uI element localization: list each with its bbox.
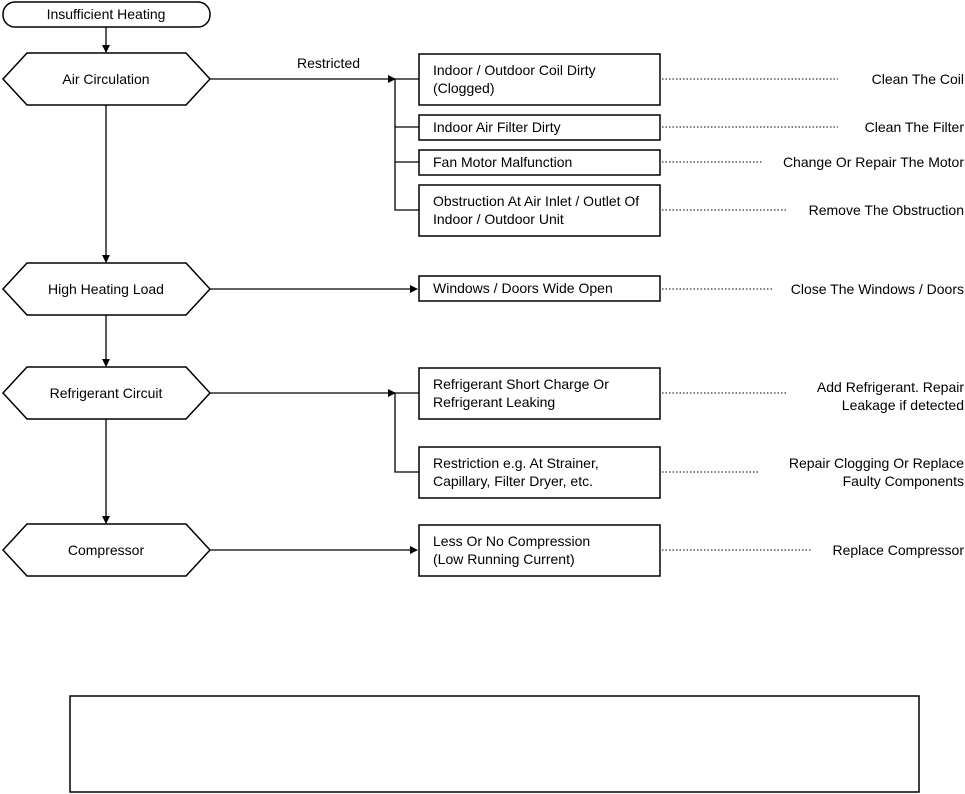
check-label: High Heating Load — [48, 281, 164, 297]
cause-text: Indoor / Outdoor Coil Dirty(Clogged) — [433, 62, 596, 96]
remedy-text: Replace Compressor — [833, 542, 965, 558]
cause-text: Fan Motor Malfunction — [433, 154, 572, 170]
check-label: Refrigerant Circuit — [50, 385, 163, 401]
note-box — [69, 695, 920, 793]
check-label: Air Circulation — [62, 71, 149, 87]
cause-compression: Less Or No Compression(Low Running Curre… — [418, 524, 661, 577]
cause-text: Restriction e.g. At Strainer,Capillary, … — [433, 455, 599, 489]
check-label: Compressor — [68, 542, 145, 558]
edge-label-restricted: Restricted — [297, 55, 360, 71]
check-refrigerant-circuit: Refrigerant Circuit — [1, 366, 212, 420]
cause-restriction: Restriction e.g. At Strainer,Capillary, … — [418, 446, 661, 499]
remedy-text: Clean The Filter — [865, 119, 965, 135]
branch-bracket — [394, 392, 419, 473]
start-label: Insufficient Heating — [47, 6, 166, 22]
cause-coil-dirty: Indoor / Outdoor Coil Dirty(Clogged) — [418, 53, 661, 106]
cause-windows-open: Windows / Doors Wide Open — [418, 275, 661, 302]
check-high-heating-load: High Heating Load — [1, 262, 212, 316]
cause-filter-dirty: Indoor Air Filter Dirty — [418, 114, 661, 141]
cause-text: Windows / Doors Wide Open — [433, 280, 613, 296]
cause-fan-motor: Fan Motor Malfunction — [418, 149, 661, 176]
branch-bracket — [394, 78, 419, 211]
check-air-circulation: Air Circulation — [1, 52, 212, 106]
cause-text: Indoor Air Filter Dirty — [433, 119, 561, 135]
cause-text: Less Or No Compression(Low Running Curre… — [433, 533, 590, 567]
remedy-text: Close The Windows / Doors — [791, 281, 964, 297]
remedy-text: Remove The Obstruction — [809, 202, 964, 218]
check-compressor: Compressor — [1, 523, 212, 577]
remedy-text: Clean The Coil — [872, 71, 964, 87]
remedy-text: Change Or Repair The Motor — [783, 154, 964, 170]
